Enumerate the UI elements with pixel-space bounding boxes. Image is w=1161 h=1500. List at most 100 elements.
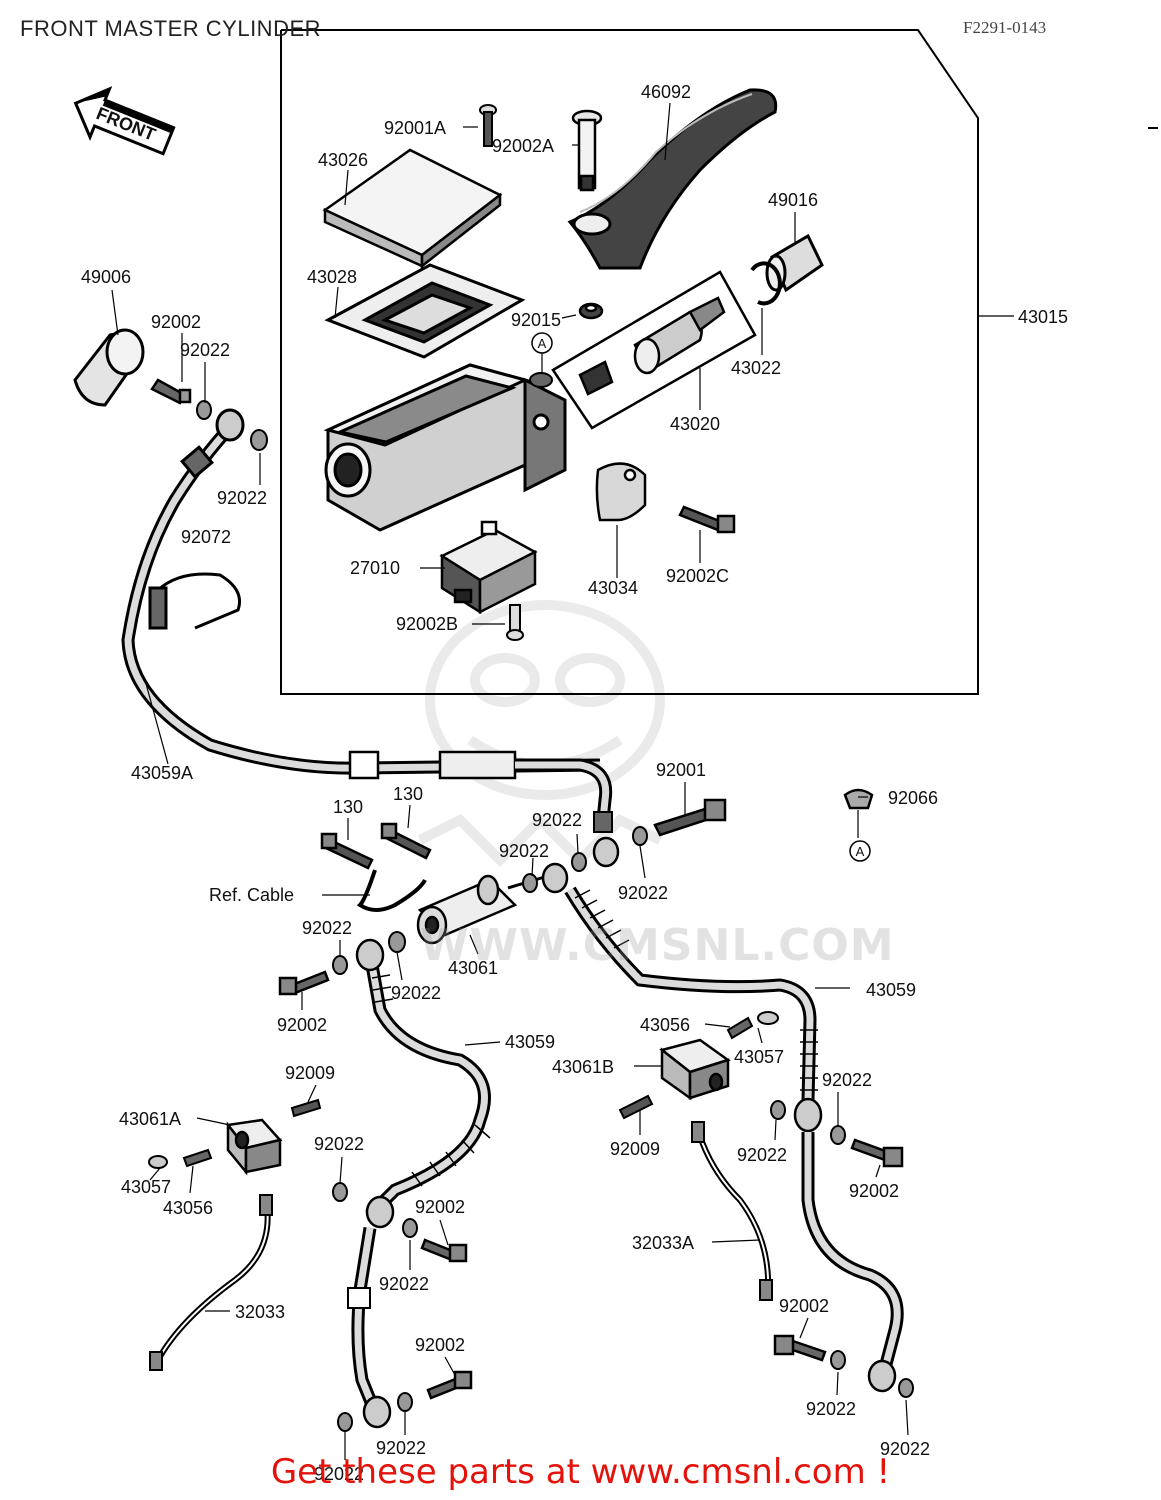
callout: 92002 <box>415 1335 465 1355</box>
callout: 92022 <box>499 841 549 861</box>
callout: 92001A <box>384 118 446 138</box>
sealing-washer <box>830 1350 846 1370</box>
reference-marker: A <box>531 332 553 372</box>
sealing-washer <box>332 955 348 975</box>
callout: 92022 <box>822 1070 872 1090</box>
cap-screw <box>479 104 497 147</box>
callout: Ref. Cable <box>209 885 294 905</box>
callout: 43059A <box>131 763 193 783</box>
sealing-washer <box>402 1218 418 1238</box>
callout: 43020 <box>670 414 720 434</box>
callout: 92022 <box>737 1145 787 1165</box>
sealing-washer <box>770 1100 786 1120</box>
banjo-fitting <box>592 836 620 868</box>
callout: 43026 <box>318 150 368 170</box>
sealing-washer <box>522 873 538 893</box>
callout: 92022 <box>806 1399 856 1419</box>
callout: 92002 <box>277 1015 327 1035</box>
callout: 43056 <box>640 1015 690 1035</box>
hose-joint <box>659 1038 731 1101</box>
banjo-fitting <box>365 1195 395 1229</box>
callout: 92022 <box>314 1464 364 1484</box>
callout: 92066 <box>888 788 938 808</box>
diagram-code: F2291-0143 <box>963 18 1047 37</box>
mounting-bolt <box>320 822 432 870</box>
callout: 92022 <box>376 1438 426 1458</box>
piston-kit <box>551 270 757 430</box>
banjo-bolt <box>420 1238 468 1263</box>
diaphragm <box>324 263 526 359</box>
callout: 92001 <box>656 760 706 780</box>
sealing-washer <box>830 1125 846 1145</box>
callout: 92002 <box>779 1296 829 1316</box>
callout: 43059 <box>505 1032 555 1052</box>
bleeder-cap <box>529 372 553 388</box>
banjo-bolt <box>278 970 330 996</box>
reference-marker: A <box>849 840 871 862</box>
callout: 43056 <box>163 1198 213 1218</box>
callout: 92022 <box>379 1274 429 1294</box>
reservoir-cap <box>322 148 503 269</box>
callout: 92022 <box>532 810 582 830</box>
callout: 92009 <box>285 1063 335 1083</box>
callout: 92002C <box>666 566 729 586</box>
hose-clamp <box>148 572 241 630</box>
pivot-bolt <box>571 109 603 192</box>
banjo-fitting <box>867 1359 897 1393</box>
bolt <box>618 1094 654 1120</box>
callout: 92022 <box>391 983 441 1003</box>
banjo-bolt <box>150 378 192 405</box>
callout: 43034 <box>588 578 638 598</box>
page-title: FRONT MASTER CYLINDER <box>20 16 322 41</box>
callout: 43061 <box>448 958 498 978</box>
banjo-bolt <box>426 1370 473 1400</box>
bleeder-cap <box>843 788 874 810</box>
sealing-washer <box>196 400 212 420</box>
banjo-fitting <box>362 1395 392 1429</box>
callout: 43057 <box>121 1177 171 1197</box>
callout: 92072 <box>181 527 231 547</box>
sealing-washer <box>632 826 648 846</box>
banjo-bolt <box>850 1138 904 1168</box>
banjo-fitting <box>355 938 385 972</box>
callout: 92002A <box>492 136 554 156</box>
circlip <box>750 261 782 306</box>
sealing-washer <box>898 1378 914 1398</box>
hose-joint <box>225 1118 283 1176</box>
bleeder-valve <box>726 1011 779 1040</box>
assembly-number: 43015 <box>1018 307 1068 327</box>
callout: 32033A <box>632 1233 694 1253</box>
sealing-washer <box>250 429 268 451</box>
callout: 92022 <box>314 1134 364 1154</box>
callout: 46092 <box>641 82 691 102</box>
callout: 43061A <box>119 1109 181 1129</box>
marker-label: A <box>538 336 547 351</box>
footer-link-text[interactable]: Get these parts at www.cmsnl.com ! <box>270 1452 891 1492</box>
banjo-fitting <box>541 862 569 894</box>
callout: 130 <box>333 797 363 817</box>
callout: 92002 <box>415 1197 465 1217</box>
sealing-washer <box>388 931 406 953</box>
sealing-washer <box>332 1182 348 1202</box>
callout: 92002 <box>151 312 201 332</box>
pivot-nut <box>578 302 604 320</box>
bleeder-valve <box>148 1148 213 1169</box>
brake-lever <box>567 88 778 270</box>
leader-lines <box>111 102 909 1460</box>
switch-screw <box>506 604 524 641</box>
callout: 49016 <box>768 190 818 210</box>
front-arrow-icon <box>73 86 176 156</box>
brake-light-switch <box>439 520 538 615</box>
sealing-washer <box>571 852 587 872</box>
callout: 92022 <box>180 340 230 360</box>
callout: 92022 <box>217 488 267 508</box>
watermark-text: WWW.CMSNL.COM <box>420 920 895 971</box>
callout: 43059 <box>866 980 916 1000</box>
three-way-joint <box>416 874 549 945</box>
callout: 43061B <box>552 1057 614 1077</box>
callout: 130 <box>393 784 423 804</box>
callout: 92022 <box>880 1439 930 1459</box>
callout: 92002 <box>849 1181 899 1201</box>
